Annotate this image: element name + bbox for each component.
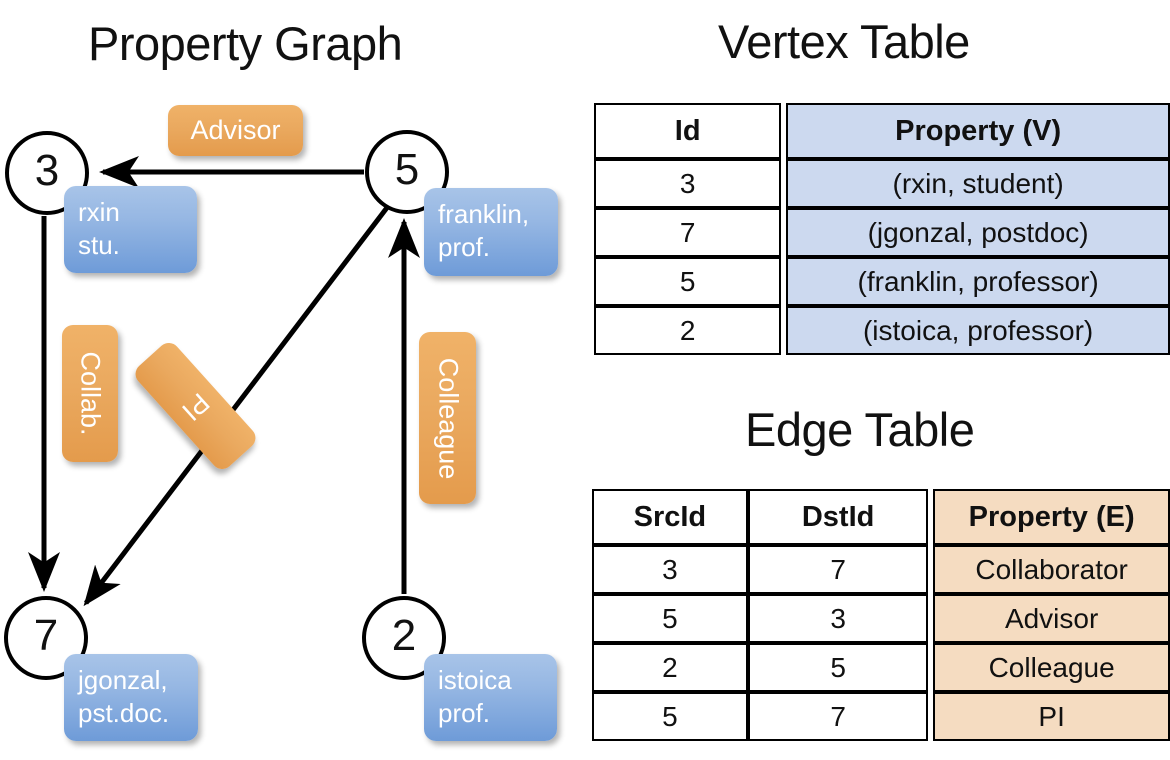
vertex-row-3-id: 2 xyxy=(594,306,782,355)
table-row: 3 7 Collaborator xyxy=(592,545,1170,594)
vertex-table-column-gap xyxy=(781,208,787,257)
table-row: 5 7 PI xyxy=(592,692,1170,741)
edge-table-column-gap xyxy=(928,489,934,545)
edge-label-pi-text: PI xyxy=(176,386,216,427)
vertex-table-header-row: Id Property (V) xyxy=(594,103,1170,159)
page-title-vertex-table: Vertex Table xyxy=(718,15,970,68)
vertex-table-column-gap xyxy=(781,103,787,159)
graph-node-2[interactable]: 2 xyxy=(362,596,446,680)
vertex-property-box-3: rxin stu. xyxy=(64,186,197,273)
vertex-property-box-7-line2: pst.doc. xyxy=(78,698,170,729)
vertex-table-column-gap xyxy=(781,257,787,306)
edge-table-column-gap xyxy=(928,692,934,741)
edge-row-2-dst: 5 xyxy=(747,643,929,692)
vertex-property-box-3-line1: rxin xyxy=(78,197,120,227)
edge-label-collab-text: Collab. xyxy=(75,351,106,436)
vertex-property-box-5-line1: franklin, xyxy=(438,199,530,229)
vertex-table-header-id: Id xyxy=(594,103,782,159)
table-row: 2 5 Colleague xyxy=(592,643,1170,692)
edge-label-colleague-text: Colleague xyxy=(433,357,463,479)
edge-row-1-dst: 3 xyxy=(747,594,929,643)
edge-row-3-dst: 7 xyxy=(747,692,929,741)
vertex-property-box-2-line1: istoica xyxy=(438,665,512,695)
vertex-property-box-3-line2: stu. xyxy=(78,230,120,261)
vertex-row-3-property: (istoica, professor) xyxy=(786,306,1170,355)
edge-5-to-7-pi xyxy=(83,203,391,607)
edge-label-box-colleague: Colleague xyxy=(419,332,476,504)
edge-label-box-collab: Collab. xyxy=(62,325,118,462)
edge-row-0-property: Collaborator xyxy=(933,545,1170,594)
graph-edges-layer xyxy=(28,156,420,607)
vertex-property-box-7-line1: jgonzal, xyxy=(78,665,168,695)
vertex-row-0-property: (rxin, student) xyxy=(786,159,1170,208)
vertex-property-box-2: istoica prof. xyxy=(424,654,557,741)
vertex-table-column-gap xyxy=(781,306,787,355)
edge-table: SrcId DstId Property (E) 3 7 Collaborato… xyxy=(592,489,1170,741)
edge-label-advisor-text: Advisor xyxy=(190,115,281,145)
vertex-table: Id Property (V) 3 (rxin, student) 7 (jgo… xyxy=(594,103,1170,355)
edge-row-3-src: 5 xyxy=(592,692,748,741)
table-row: 5 (franklin, professor) xyxy=(594,257,1170,306)
edge-row-1-src: 5 xyxy=(592,594,748,643)
vertex-table-column-gap xyxy=(781,159,787,208)
graph-node-7-label: 7 xyxy=(33,611,59,660)
vertex-row-1-property: (jgonzal, postdoc) xyxy=(786,208,1170,257)
vertex-property-box-2-line2: prof. xyxy=(438,698,491,729)
edge-table-header-property: Property (E) xyxy=(933,489,1170,545)
vertex-property-box-5: franklin, prof. xyxy=(424,188,558,276)
table-row: 2 (istoica, professor) xyxy=(594,306,1170,355)
graph-node-2-label: 2 xyxy=(391,611,417,660)
property-graph-diagram: 3 5 7 2 rxin stu. franklin, prof. jgonza… xyxy=(4,105,558,741)
table-row: 5 3 Advisor xyxy=(592,594,1170,643)
page-title-edge-table: Edge Table xyxy=(745,403,975,456)
edge-row-2-property: Colleague xyxy=(933,643,1170,692)
vertex-row-0-id: 3 xyxy=(594,159,782,208)
vertex-table-header-property: Property (V) xyxy=(786,103,1170,159)
edge-row-1-property: Advisor xyxy=(933,594,1170,643)
edge-table-header-dstid: DstId xyxy=(747,489,929,545)
vertex-property-box-5-line2: prof. xyxy=(438,232,491,263)
page-title-property-graph: Property Graph xyxy=(88,17,403,70)
edge-table-column-gap xyxy=(928,643,934,692)
vertex-row-1-id: 7 xyxy=(594,208,782,257)
vertex-property-box-7: jgonzal, pst.doc. xyxy=(64,654,198,741)
edge-table-header-srcid: SrcId xyxy=(592,489,748,545)
vertex-row-2-property: (franklin, professor) xyxy=(786,257,1170,306)
edge-row-0-src: 3 xyxy=(592,545,748,594)
edge-row-0-dst: 7 xyxy=(747,545,929,594)
edge-row-2-src: 2 xyxy=(592,643,748,692)
edge-label-box-advisor: Advisor xyxy=(168,105,303,156)
edge-row-3-property: PI xyxy=(933,692,1170,741)
edge-table-column-gap xyxy=(928,545,934,594)
vertex-row-2-id: 5 xyxy=(594,257,782,306)
table-row: 3 (rxin, student) xyxy=(594,159,1170,208)
graph-node-5[interactable]: 5 xyxy=(365,130,449,214)
graph-node-3-label: 3 xyxy=(34,146,60,195)
edge-table-header-row: SrcId DstId Property (E) xyxy=(592,489,1170,545)
graph-node-5-label: 5 xyxy=(394,145,420,194)
edge-table-column-gap xyxy=(928,594,934,643)
table-row: 7 (jgonzal, postdoc) xyxy=(594,208,1170,257)
